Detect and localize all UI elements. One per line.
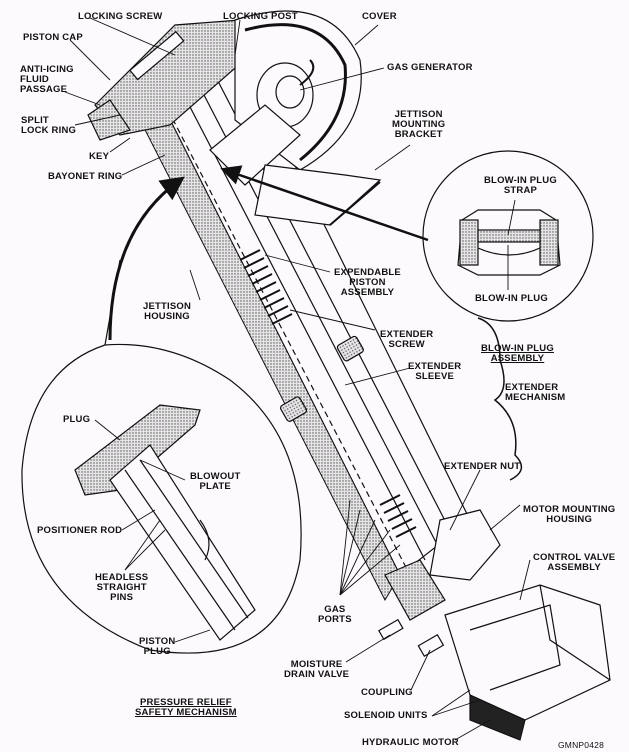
- mounting-lug: [336, 335, 364, 362]
- label-piston-cap: PISTON CAP: [23, 32, 83, 43]
- label-hydraulic-motor: HYDRAULIC MOTOR: [362, 737, 459, 748]
- arrow-to-blow-in: [220, 165, 429, 242]
- motor-mounting-housing: [429, 509, 501, 581]
- gas-generator: [209, 59, 315, 186]
- label-gas-generator: GAS GENERATOR: [387, 62, 473, 73]
- expendable-piston-spring: [239, 249, 293, 325]
- label-motor-mounting-housing: MOTOR MOUNTING HOUSING: [523, 504, 616, 525]
- label-extender-nut: EXTENDER NUT: [444, 461, 521, 472]
- label-anti-icing-fluid-passage: ANTI-ICING FLUID PASSAGE: [20, 64, 74, 95]
- label-key: KEY: [89, 151, 110, 162]
- label-expendable-piston-assembly: EXPENDABLE PISTON ASSEMBLY: [334, 267, 401, 298]
- control-valve-block: [444, 584, 611, 741]
- label-blow-in-plug-assembly: BLOW-IN PLUG ASSEMBLY: [481, 343, 554, 364]
- label-extender-screw: EXTENDER SCREW: [380, 329, 434, 350]
- label-bayonet-ring: BAYONET RING: [48, 171, 123, 182]
- label-split-lock-ring: SPLIT LOCK RING: [21, 115, 77, 136]
- label-control-valve-assembly: CONTROL VALVE ASSEMBLY: [533, 552, 616, 573]
- label-solenoid-units: SOLENOID UNITS: [344, 710, 428, 721]
- label-jettison-housing: JETTISON HOUSING: [143, 301, 192, 322]
- label-blowout-plate: BLOWOUT PLATE: [190, 471, 241, 492]
- label-cover: COVER: [362, 11, 397, 22]
- label-coupling: COUPLING: [361, 687, 413, 698]
- figure-id: GMNP0428: [558, 740, 605, 750]
- label-extender-mechanism: EXTENDER MECHANISM: [505, 382, 566, 403]
- extender-mechanism-brace: [477, 317, 523, 481]
- leader-lines: [64, 17, 531, 741]
- label-extender-sleeve: EXTENDER SLEEVE: [408, 361, 462, 382]
- label-jettison-mounting-bracket: JETTISON MOUNTING BRACKET: [392, 109, 446, 140]
- label-piston-plug: PISTON PLUG: [139, 636, 176, 657]
- extender-nut-thread: [379, 494, 417, 538]
- label-positioner-rod: POSITIONER ROD: [37, 525, 123, 536]
- label-locking-screw: LOCKING SCREW: [78, 11, 163, 22]
- coupling: [417, 633, 445, 658]
- blow-in-plug-drawing: [457, 209, 561, 276]
- label-plug: PLUG: [63, 414, 91, 425]
- piston-cap: [87, 19, 251, 141]
- label-moisture-drain-valve: MOISTURE DRAIN VALVE: [284, 659, 350, 680]
- label-pressure-relief-safety-mechanism: PRESSURE RELIEF SAFETY MECHANISM: [135, 697, 237, 718]
- moisture-drain-valve: [378, 618, 404, 641]
- label-gas-ports: GAS PORTS: [318, 604, 352, 625]
- label-blow-in-plug: BLOW-IN PLUG: [475, 293, 548, 304]
- label-locking-post: LOCKING POST: [223, 11, 298, 22]
- label-blow-in-plug-strap: BLOW-IN PLUG STRAP: [484, 175, 557, 196]
- arrow-to-bayonet: [108, 176, 185, 341]
- label-headless-straight-pins: HEADLESS STRAIGHT PINS: [95, 572, 149, 603]
- mounting-lug: [279, 396, 308, 422]
- pressure-relief-drawing: [74, 404, 256, 641]
